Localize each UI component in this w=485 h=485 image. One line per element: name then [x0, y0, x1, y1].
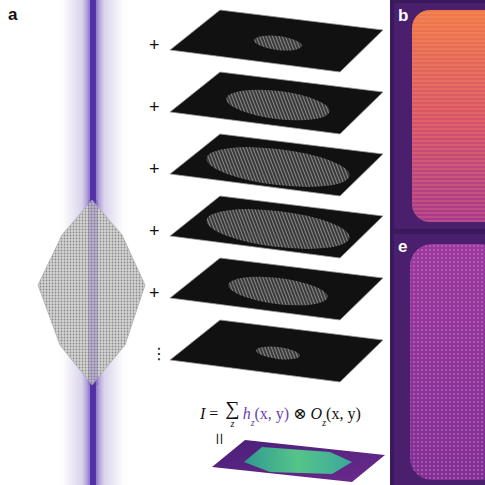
formula-argument: (x, y) [326, 405, 361, 423]
formula-subscript: z [251, 417, 255, 428]
slice-plane [170, 258, 383, 320]
plus-sign: + [149, 222, 160, 240]
result-image-plane [212, 440, 385, 482]
formula: I=∑zhz(x, y)⊗Oz(x, y) [200, 398, 361, 429]
panel-e-image [410, 244, 485, 480]
slice-plane [170, 10, 383, 72]
equals-sign: = [208, 433, 230, 445]
formula-argument: (x, y) [255, 405, 290, 423]
result-particle-image [244, 447, 352, 474]
panel-letter: b [398, 7, 408, 24]
formula-operator: ⊗ [293, 404, 306, 423]
formula-symbol: O [311, 405, 323, 423]
plus-sign: + [149, 284, 160, 302]
formula-operator: = [209, 405, 218, 423]
sum-index: z [231, 419, 235, 429]
sum-column: ∑z [225, 398, 239, 429]
panel-b-fringes [412, 10, 485, 222]
slice-atoms [204, 140, 351, 193]
slice-atoms [255, 344, 300, 361]
panel-e-lattice [410, 244, 485, 480]
slice-plane [170, 196, 383, 258]
formula-subscript: z [322, 417, 326, 428]
formula-symbol: h [243, 405, 251, 423]
slice-atoms [253, 33, 302, 53]
plus-sign: + [149, 36, 160, 54]
slice-plane [170, 72, 383, 134]
ellipsis-dots: ⋮ [151, 346, 167, 362]
panel-letter: a [8, 6, 17, 23]
depth-slices [170, 10, 383, 382]
slice-plane [170, 134, 383, 196]
slice-plane [170, 320, 383, 382]
sum-sign: ∑ [225, 398, 239, 418]
nanoparticle [38, 200, 145, 385]
slice-atoms [225, 85, 332, 125]
slice-atoms [227, 272, 329, 310]
plus-sign: + [149, 160, 160, 178]
panel-letter: e [398, 238, 407, 255]
panel-b-image [412, 10, 485, 222]
plus-sign: + [149, 98, 160, 116]
formula-symbol: I [200, 405, 205, 423]
slice-atoms [204, 202, 351, 255]
beam-through-particle [88, 200, 98, 385]
